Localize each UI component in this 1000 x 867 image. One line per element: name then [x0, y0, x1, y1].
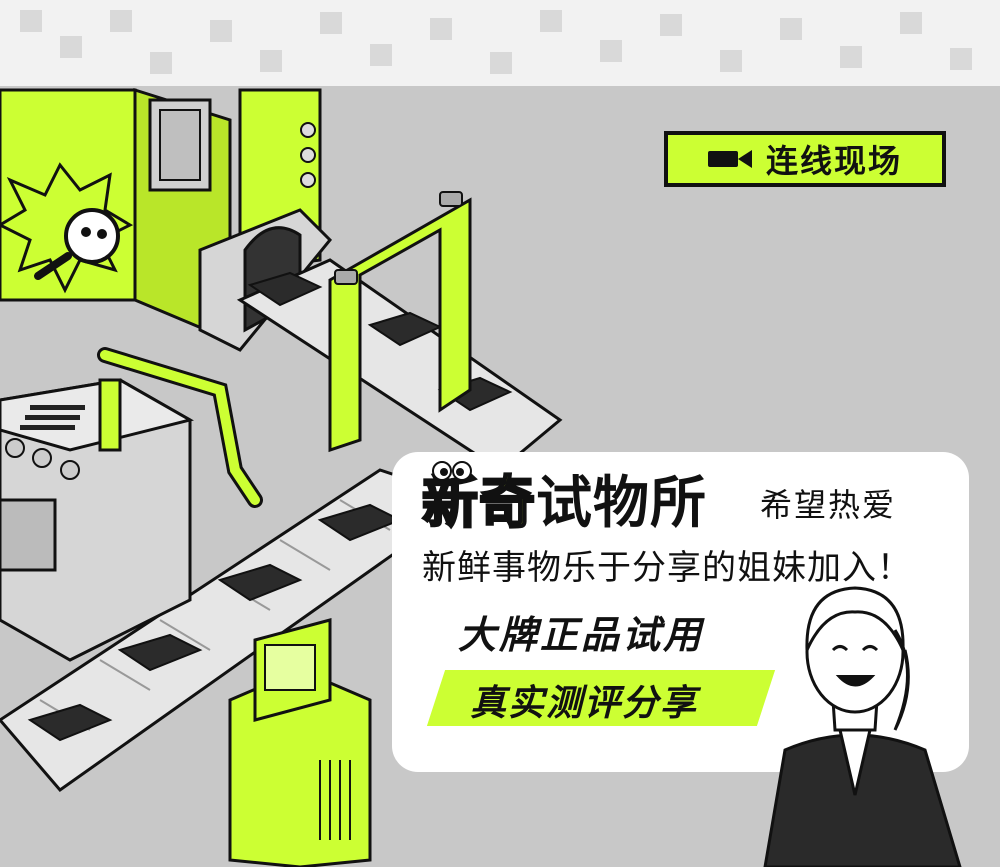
video-camera-icon — [707, 150, 752, 168]
card-line-trial: 大牌正品试用 — [458, 613, 705, 657]
card-subtitle: 希望热爱 — [760, 486, 897, 524]
live-badge: 连线现场 — [664, 131, 946, 187]
woman-illustration — [763, 586, 962, 867]
brand-title-rest: 试物所 — [536, 471, 707, 536]
brand-title: 新奇试物所 — [421, 458, 707, 539]
eyes-icon — [432, 461, 472, 481]
card-line-invite: 新鲜事物乐于分享的姐妹加入！ — [422, 548, 912, 588]
brand-title-highlight: 新奇 — [421, 470, 537, 538]
badge-label: 连线现场 — [765, 142, 902, 180]
review-tag-label: 真实测评分享 — [470, 683, 699, 724]
